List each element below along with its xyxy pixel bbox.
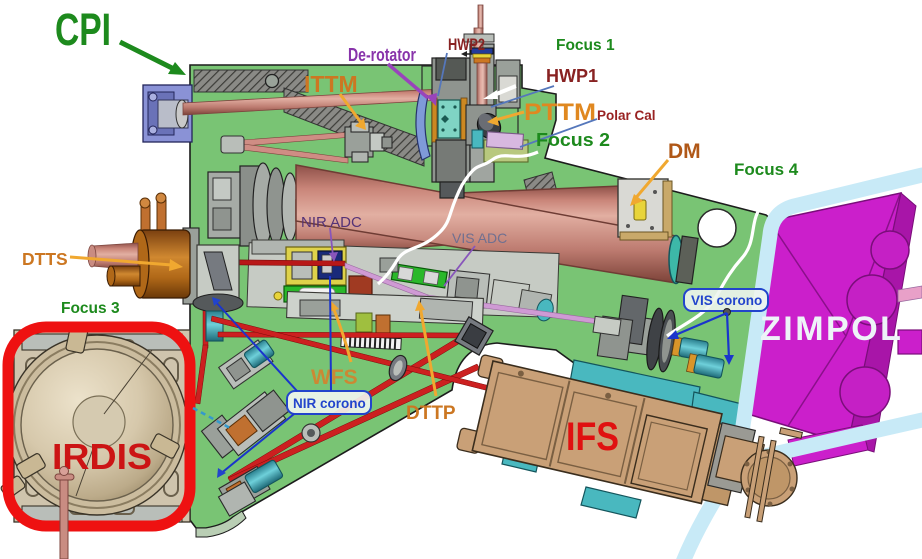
svg-text:DM: DM [668, 140, 701, 163]
svg-text:HWP2: HWP2 [448, 36, 485, 54]
svg-text:IFS: IFS [566, 415, 619, 459]
svg-text:DTTP: DTTP [406, 403, 456, 424]
svg-text:VIS corono: VIS corono [691, 293, 762, 308]
svg-text:NIR ADC: NIR ADC [301, 214, 362, 231]
svg-text:WFS: WFS [311, 366, 358, 389]
svg-text:CPI: CPI [55, 4, 111, 55]
svg-text:ZIMPOL: ZIMPOL [760, 310, 903, 348]
svg-text:Focus 4: Focus 4 [734, 160, 799, 179]
svg-text:ITTM: ITTM [304, 71, 358, 97]
svg-text:Focus 2: Focus 2 [536, 130, 610, 150]
svg-text:VIS ADC: VIS ADC [452, 230, 507, 246]
svg-text:HWP1: HWP1 [546, 66, 598, 86]
svg-text:Focus 3: Focus 3 [61, 300, 120, 317]
svg-text:De-rotator: De-rotator [348, 44, 416, 65]
svg-text:PTTM: PTTM [524, 99, 596, 126]
svg-text:Polar Cal: Polar Cal [597, 108, 656, 123]
svg-text:Focus 1: Focus 1 [556, 37, 615, 54]
svg-text:DTTS: DTTS [22, 249, 68, 269]
svg-text:NIR corono: NIR corono [293, 396, 366, 411]
